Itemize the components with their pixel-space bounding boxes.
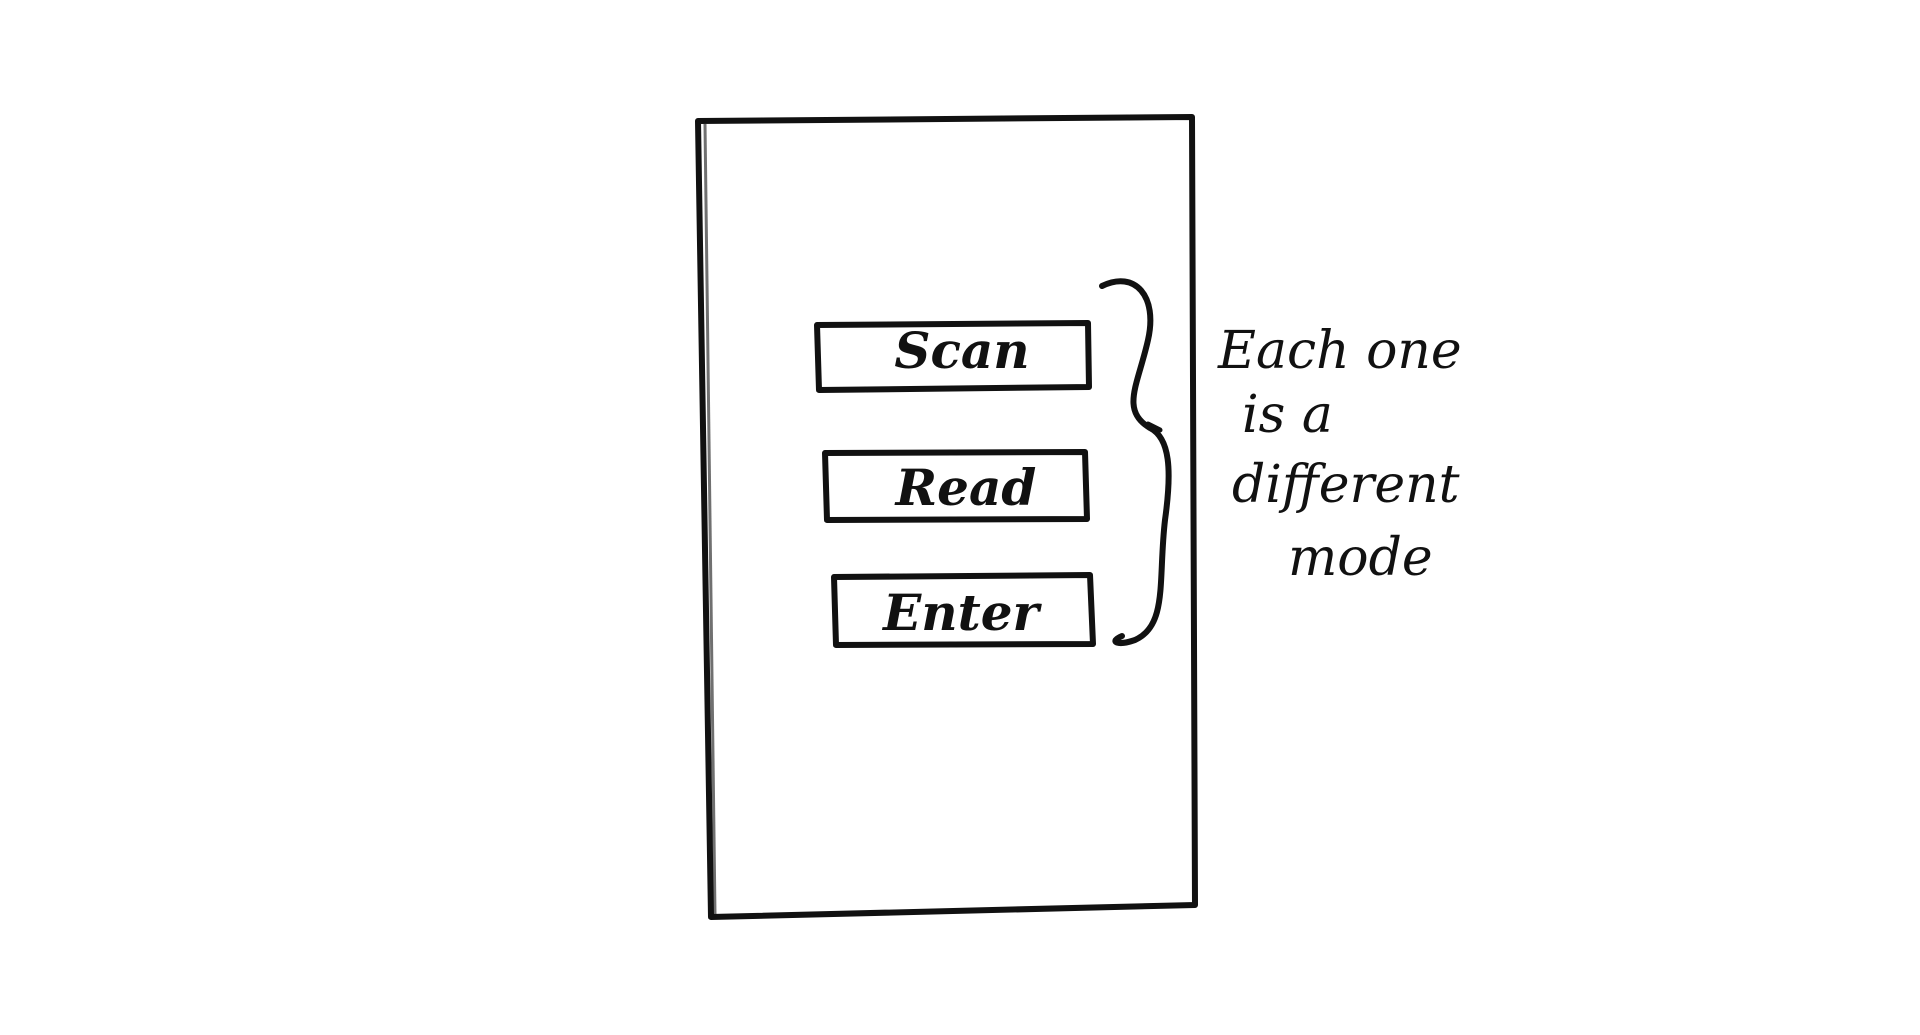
annotation-line-1: Each one — [1217, 321, 1462, 381]
annotation-line-2: is a — [1242, 385, 1333, 445]
enter-button-label: Enter — [881, 583, 1042, 642]
phone-frame-edge-shadow — [703, 123, 717, 916]
scan-button-label: Scan — [894, 321, 1029, 380]
scan-button[interactable]: Scan — [814, 320, 1092, 393]
read-button-label: Read — [894, 458, 1037, 517]
enter-button[interactable]: Enter — [831, 572, 1096, 648]
annotation-line-3: different — [1232, 455, 1460, 515]
curly-brace-tip — [1145, 421, 1163, 433]
read-button[interactable]: Read — [822, 449, 1090, 523]
annotation-line-4: mode — [1288, 528, 1433, 588]
annotation-note: Each one is a different mode — [1217, 321, 1462, 588]
phone-frame — [695, 114, 1198, 920]
curly-brace-icon — [1099, 278, 1172, 646]
